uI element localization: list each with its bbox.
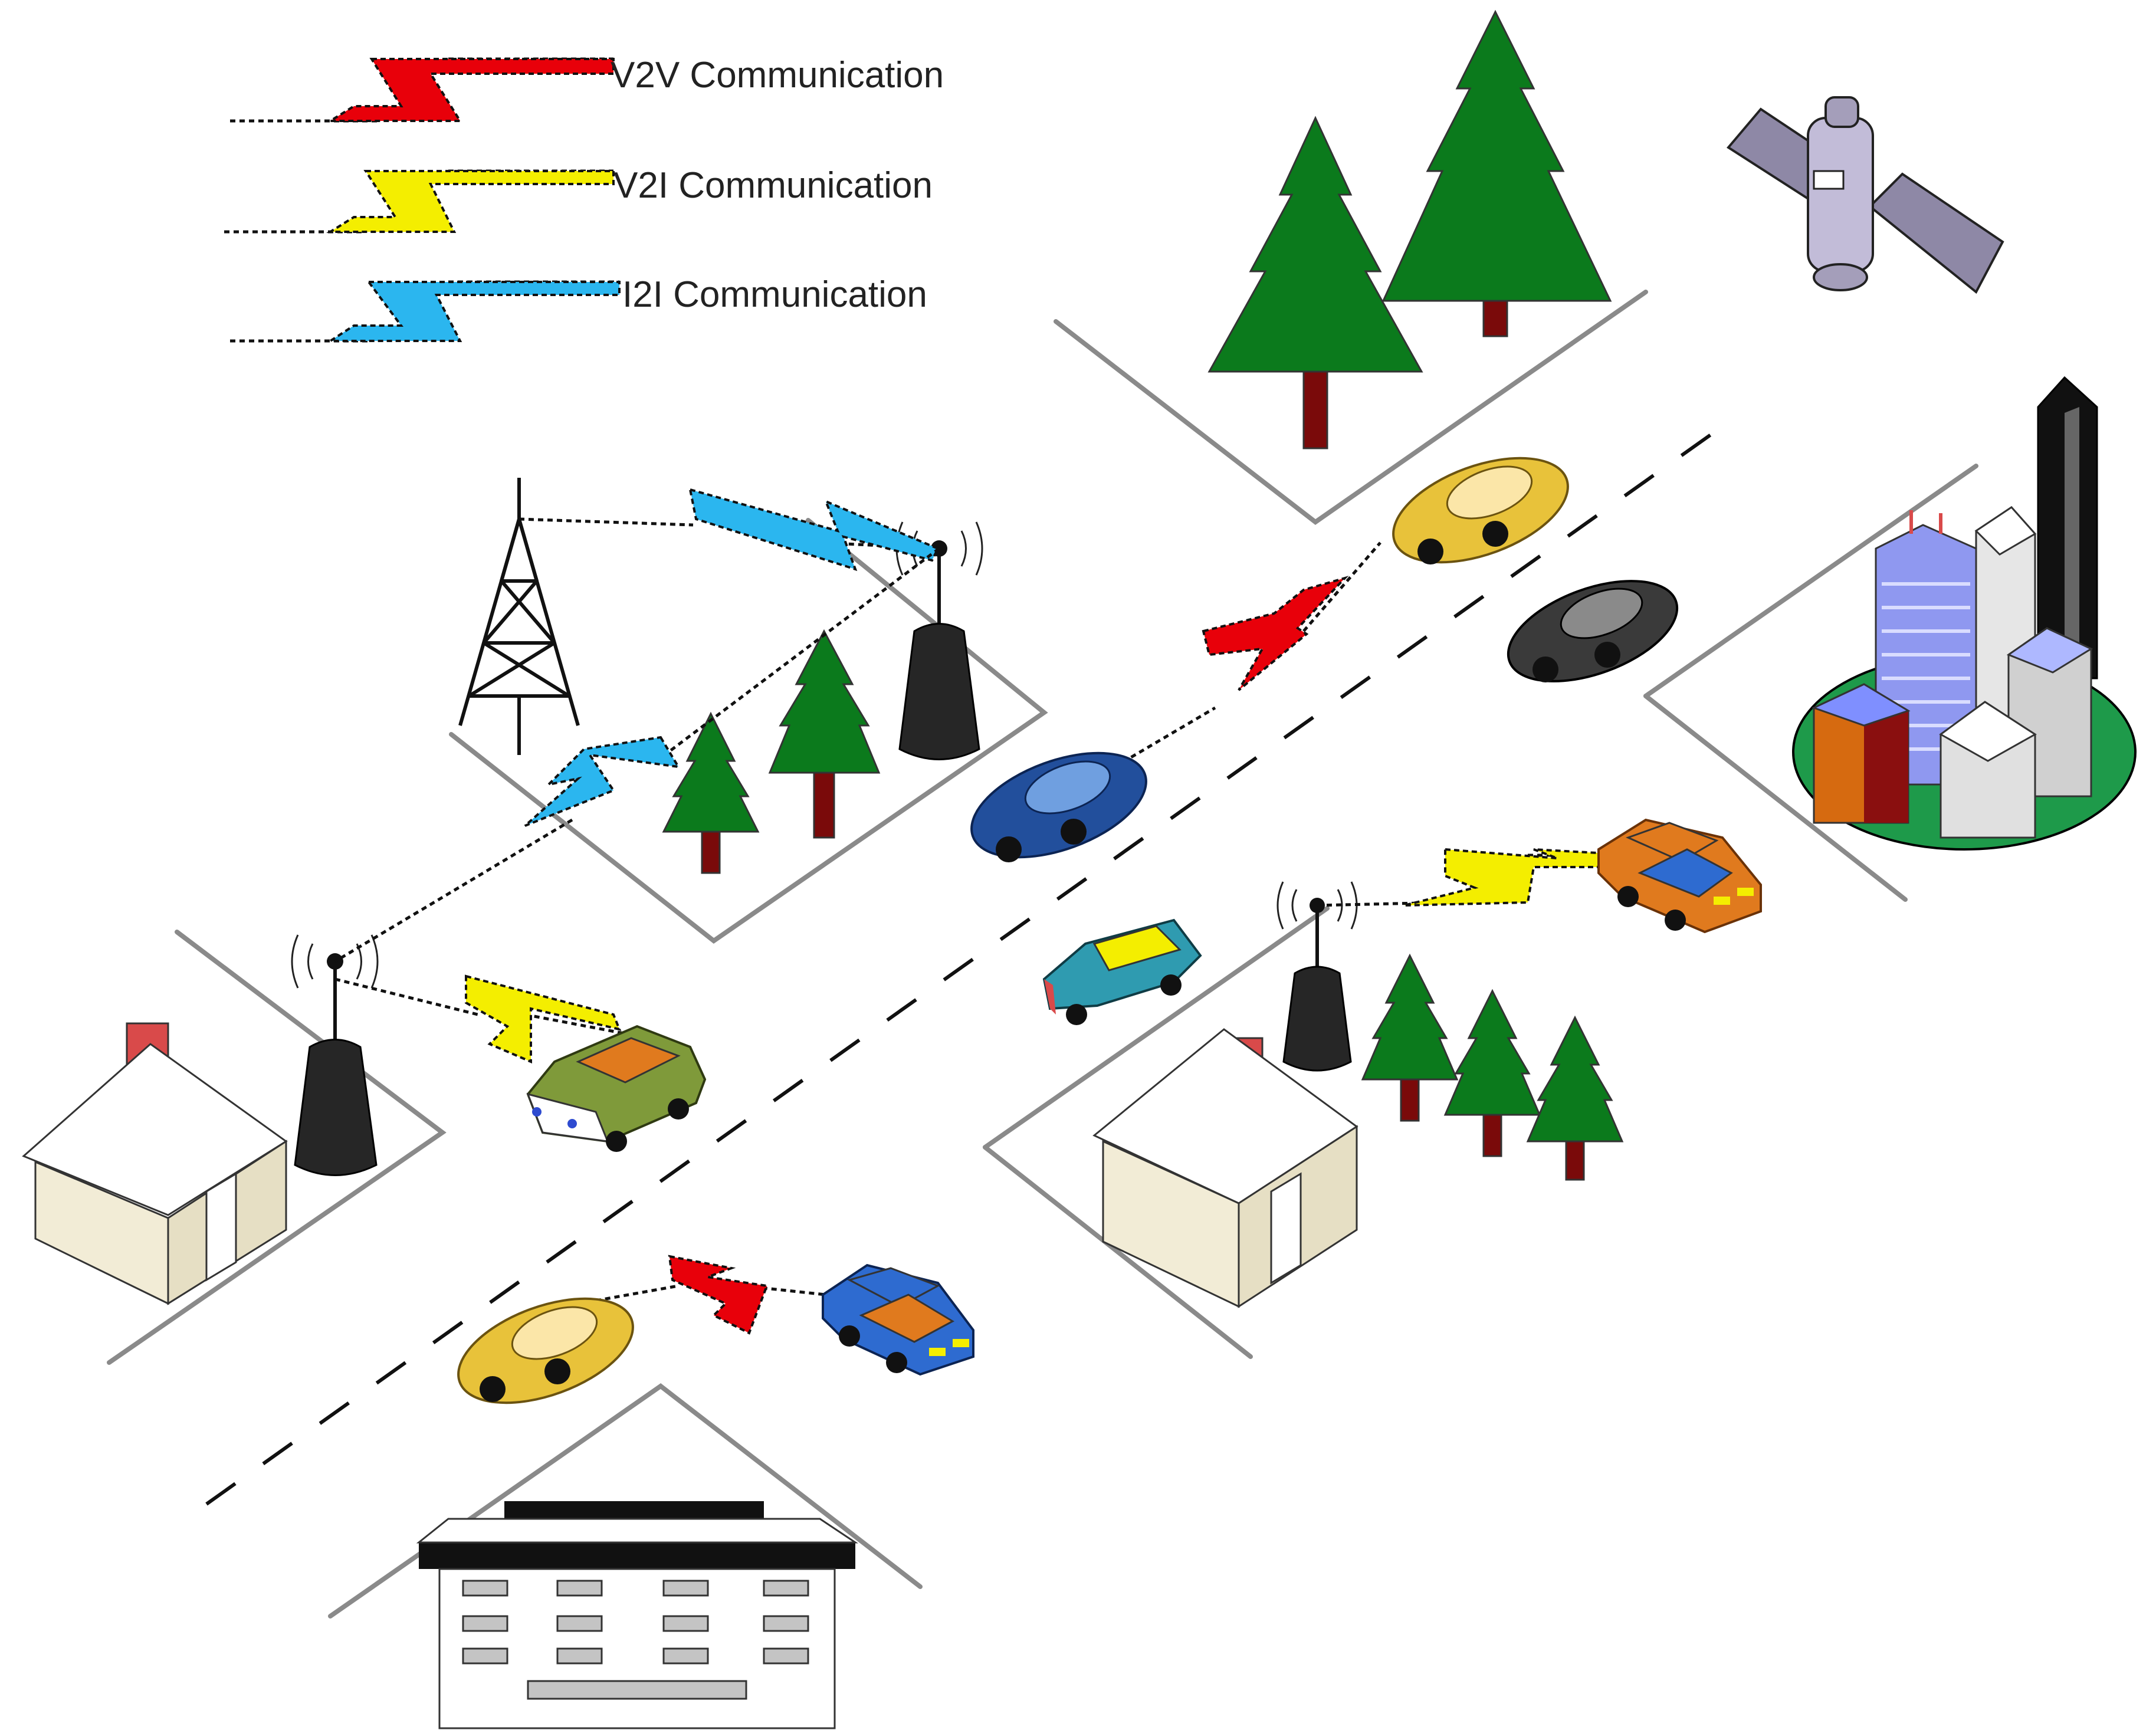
tree-icon [1381,9,1612,337]
roadside-unit-icon [895,521,983,760]
roadside-unit-icon [291,934,379,1176]
v2v-bolt-icon [326,58,615,122]
tree-icon [1443,989,1541,1157]
tree-icon [1526,1015,1624,1181]
tree-icon [1361,953,1459,1122]
car-icon [1597,818,1762,934]
legend: V2V Communication V2I Communication I2I … [224,55,944,343]
roadside-unit-icon [1276,881,1358,1072]
roadside-trees [1361,953,1624,1181]
forest [1207,9,1612,449]
legend-item-v2i: V2I Communication [224,165,933,234]
car-icon [970,751,1147,862]
road-network [107,290,1978,1619]
v2i-bolt-icon [326,170,615,233]
communication-links [334,488,1648,1335]
i2i-link-bolt [524,736,681,827]
city-buildings-icon [1792,376,2137,851]
car-icon [1042,918,1202,1025]
legend-label-v2i: V2I Communication [613,165,933,206]
house-icon [22,1022,288,1305]
v2i-link-bolt [465,974,622,1064]
i2i-bolt-icon [326,281,621,342]
v2i-link-bolt [1403,848,1648,907]
tree-icon [768,629,881,839]
car-icon [1392,457,1569,564]
car-icon [526,1025,707,1152]
v2v-link-bolt [668,1255,769,1335]
car-icon [822,1263,974,1376]
v2v-link-bolt [1202,576,1349,691]
tree-icon [662,711,760,874]
legend-item-i2i: I2I Communication [230,274,927,343]
tree-icon [1207,116,1423,449]
house-icon [1092,1028,1358,1308]
legend-item-v2v: V2V Communication [230,55,944,123]
office-building-icon [416,1501,858,1729]
car-icon [1507,580,1679,682]
i2i-link-bolt [688,488,940,572]
satellite-icon [1727,96,2004,294]
legend-label-i2i: I2I Communication [622,274,927,315]
legend-label-v2v: V2V Communication [611,55,944,96]
plot-trees [662,629,881,874]
car-icon [457,1297,634,1404]
